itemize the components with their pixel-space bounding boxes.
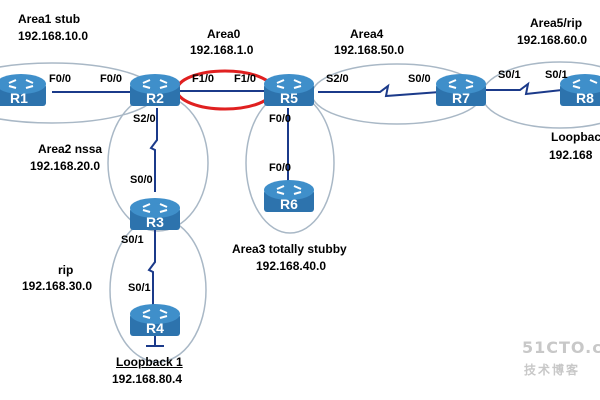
area4-name: Area4 [350, 27, 384, 41]
loopback-r8-name: Loopbac [551, 130, 600, 144]
router-r5[interactable]: R5 [264, 74, 314, 106]
area1-name: Area1 stub [18, 12, 81, 26]
router-r3-label: R3 [146, 214, 164, 230]
watermark-logo: 51CTO.c [522, 338, 600, 357]
rip-network: 192.168.30.0 [22, 279, 93, 293]
iface-r5-f10: F1/0 [234, 73, 257, 85]
router-r8-label: R8 [576, 90, 594, 106]
link-r3-r4-serial [147, 226, 156, 310]
router-r2[interactable]: R2 [130, 74, 180, 106]
area2-network: 192.168.20.0 [30, 159, 101, 173]
iface-r5-f00: F0/0 [269, 113, 292, 125]
area1-network: 192.168.10.0 [18, 29, 89, 43]
area4-network: 192.168.50.0 [334, 43, 405, 57]
watermark-subtitle: 技术博客 [524, 363, 581, 377]
loopback1-name: Loopback 1 [116, 355, 183, 369]
iface-r2-f10: F1/0 [192, 73, 215, 85]
loopback1-network: 192.168.80.4 [112, 372, 183, 386]
router-r6[interactable]: R6 [264, 180, 314, 212]
area0-network: 192.168.1.0 [190, 43, 254, 57]
iface-r7-s00: S0/0 [408, 73, 431, 85]
iface-r2-f00: F0/0 [100, 73, 123, 85]
router-r4-label: R4 [146, 320, 164, 336]
rip-name: rip [58, 263, 74, 277]
router-r8[interactable]: R8 [560, 74, 600, 106]
router-r6-label: R6 [280, 196, 298, 212]
link-r5-r7-serial [318, 83, 441, 98]
iface-r2-s20: S2/0 [133, 113, 156, 125]
router-r2-label: R2 [146, 90, 164, 106]
iface-r6-f00: F0/0 [269, 162, 292, 174]
iface-r7-s01: S0/1 [498, 69, 521, 81]
router-r1-label: R1 [10, 90, 28, 106]
link-r7-r8-serial [484, 81, 563, 96]
router-r7[interactable]: R7 [436, 74, 486, 106]
router-r5-label: R5 [280, 90, 298, 106]
area3-network: 192.168.40.0 [256, 259, 327, 273]
iface-r5-s20: S2/0 [326, 73, 349, 85]
area5-name: Area5/rip [530, 16, 583, 30]
link-r2-r3-serial [149, 108, 158, 192]
iface-r1-f00: F0/0 [49, 73, 72, 85]
router-r4[interactable]: R4 [130, 304, 180, 336]
area3-name: Area3 totally stubby [232, 242, 347, 256]
loopback-r8-network: 192.168 [549, 148, 593, 162]
iface-r4-s01: S0/1 [128, 282, 151, 294]
router-r1[interactable]: R1 [0, 74, 46, 106]
area2-name: Area2 nssa [38, 142, 103, 156]
iface-r8-s01: S0/1 [545, 69, 568, 81]
area5-network: 192.168.60.0 [517, 33, 588, 47]
router-r3[interactable]: R3 [130, 198, 180, 230]
iface-r3-s00: S0/0 [130, 174, 153, 186]
area0-name: Area0 [207, 27, 241, 41]
iface-r3-s01: S0/1 [121, 234, 144, 246]
router-r7-label: R7 [452, 90, 470, 106]
